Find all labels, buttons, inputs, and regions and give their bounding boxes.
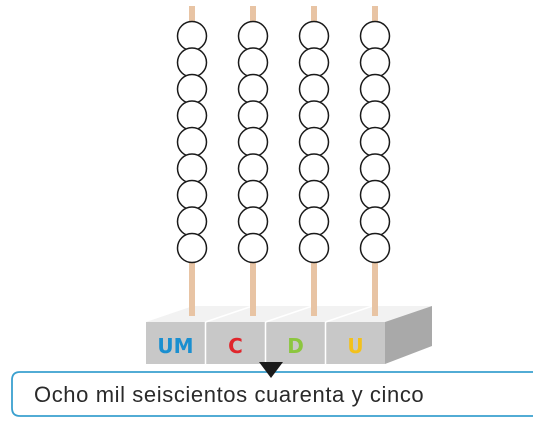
base-top-divider bbox=[265, 305, 313, 323]
abacus-bead bbox=[359, 206, 391, 237]
pointer-triangle bbox=[259, 362, 283, 378]
base-top-divider bbox=[205, 305, 253, 323]
abacus-bead bbox=[176, 232, 208, 264]
abacus-bead bbox=[176, 179, 208, 211]
abacus-bead bbox=[237, 179, 269, 211]
abacus-bead bbox=[298, 153, 330, 184]
place-value-label-d: D bbox=[287, 334, 304, 358]
abacus-bead bbox=[237, 73, 269, 105]
abacus-bead bbox=[359, 73, 391, 105]
abacus-bead bbox=[237, 206, 269, 237]
abacus-bead bbox=[237, 20, 269, 52]
place-value-label-um: UM bbox=[157, 334, 193, 358]
abacus-bead bbox=[298, 206, 330, 237]
number-in-words: Ocho mil seiscientos cuarenta y cinco bbox=[34, 382, 424, 407]
abacus-bead bbox=[237, 100, 269, 131]
abacus-bead bbox=[176, 206, 208, 237]
base-top-divider bbox=[325, 305, 373, 323]
abacus-bead bbox=[237, 232, 269, 264]
abacus-bead bbox=[359, 153, 391, 184]
abacus-bead bbox=[176, 20, 208, 52]
abacus-bead bbox=[359, 47, 391, 78]
place-value-label-u: U bbox=[347, 334, 363, 358]
abacus-bead bbox=[298, 232, 330, 264]
abacus-bead bbox=[359, 100, 391, 131]
abacus-bead bbox=[298, 47, 330, 78]
abacus-bead bbox=[298, 20, 330, 52]
abacus-bead bbox=[176, 73, 208, 105]
abacus-bead bbox=[359, 20, 391, 52]
abacus-bead bbox=[176, 47, 208, 78]
abacus-bead bbox=[298, 126, 330, 158]
abacus-bead bbox=[176, 126, 208, 158]
abacus-bead bbox=[298, 73, 330, 105]
abacus-bead bbox=[176, 100, 208, 131]
abacus-bead bbox=[359, 232, 391, 264]
abacus-bead bbox=[237, 153, 269, 184]
place-value-label-c: C bbox=[228, 334, 243, 358]
caption-box bbox=[11, 371, 533, 417]
abacus-bead bbox=[359, 179, 391, 211]
abacus-bead bbox=[298, 179, 330, 211]
abacus-bead bbox=[176, 153, 208, 184]
abacus-bead bbox=[298, 100, 330, 131]
abacus-bead bbox=[359, 126, 391, 158]
abacus-base-side bbox=[385, 306, 432, 364]
abacus-bead bbox=[237, 47, 269, 78]
abacus-bead bbox=[237, 126, 269, 158]
